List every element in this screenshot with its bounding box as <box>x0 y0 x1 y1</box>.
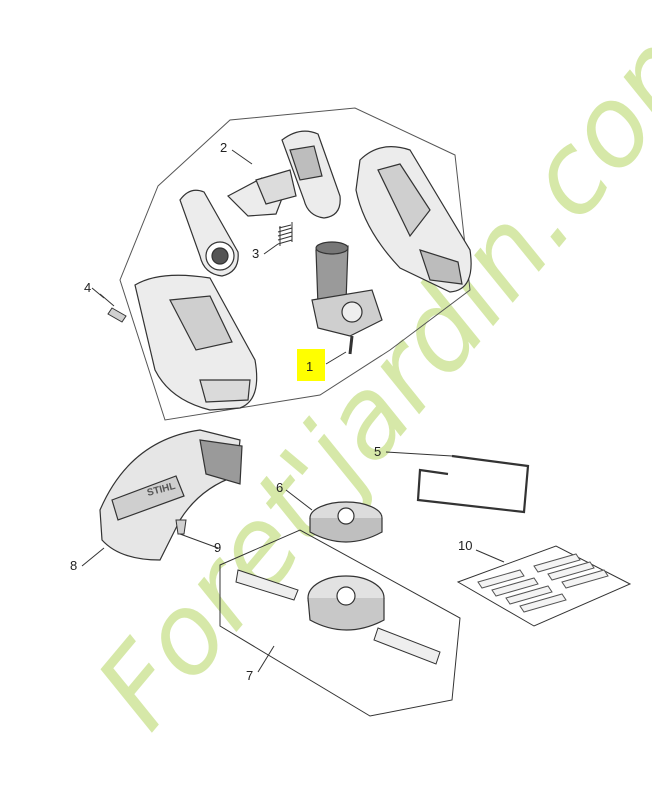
part-10-blade-pack <box>456 545 632 627</box>
callout-3: 3 <box>252 246 259 261</box>
part-9-screw <box>175 519 187 535</box>
callout-10: 10 <box>458 538 472 553</box>
part-5-wire-clip <box>416 454 530 514</box>
left-housing-shell <box>134 274 258 411</box>
callouts: 2 3 4 1 5 6 9 8 10 7 <box>70 140 472 683</box>
part-3-spring <box>277 222 293 246</box>
part-8-guard <box>99 429 243 561</box>
part-7-blades <box>235 569 441 665</box>
callout-6: 6 <box>276 480 283 495</box>
part-4-screw <box>99 293 127 323</box>
part-6-spool-head <box>309 501 383 543</box>
part-1-motor <box>311 241 383 355</box>
leader-lines <box>81 149 505 673</box>
housing-assembly-outline <box>119 107 471 421</box>
callout-5: 5 <box>374 444 381 459</box>
callout-8: 8 <box>70 558 77 573</box>
callout-7: 7 <box>246 668 253 683</box>
right-housing-shell <box>355 146 472 293</box>
highlight-box <box>297 349 325 381</box>
callout-9: 9 <box>214 540 221 555</box>
part-7-kit-outline <box>219 529 461 717</box>
callout-1: 1 <box>306 359 313 374</box>
callout-4: 4 <box>84 280 91 295</box>
part-2-handle-halves <box>179 130 341 277</box>
part-7-cutting-head <box>307 575 385 631</box>
callout-2: 2 <box>220 140 227 155</box>
